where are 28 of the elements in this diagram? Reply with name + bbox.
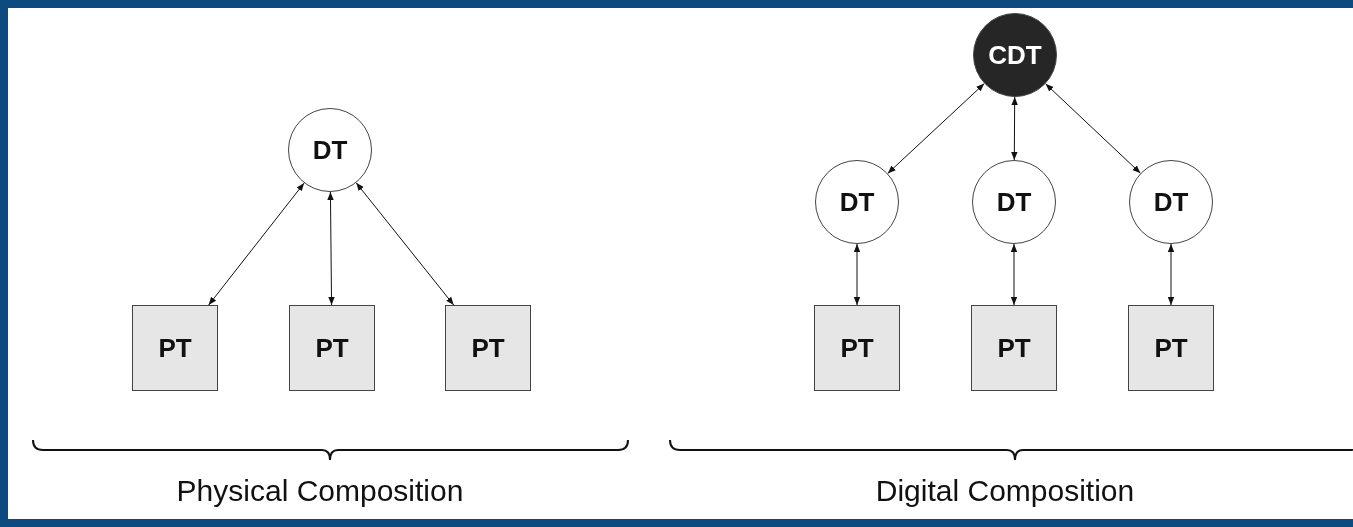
square-node <box>289 305 375 391</box>
node-label: PT <box>1154 332 1188 364</box>
node-label: CDT <box>988 39 1042 71</box>
node-label: DT <box>996 186 1032 218</box>
square-node <box>814 305 900 391</box>
square-node <box>445 305 531 391</box>
node-label: PT <box>997 332 1031 364</box>
square-node <box>971 305 1057 391</box>
group-caption: Digital Composition <box>875 474 1135 508</box>
node-label: DT <box>1153 186 1189 218</box>
node-label: DT <box>839 186 875 218</box>
arrow <box>208 182 305 306</box>
group-caption: Physical Composition <box>176 474 464 508</box>
arrow <box>355 182 455 306</box>
square-node <box>1128 305 1214 391</box>
arrow <box>887 83 985 174</box>
node-label: PT <box>471 332 505 364</box>
arrow <box>853 243 861 306</box>
node-label: DT <box>312 134 348 166</box>
arrow <box>1167 243 1175 306</box>
node-label: PT <box>315 332 349 364</box>
node-label: PT <box>158 332 192 364</box>
arrow <box>327 191 335 306</box>
square-node <box>132 305 218 391</box>
arrow <box>1010 243 1018 306</box>
arrow <box>1045 83 1141 174</box>
node-label: PT <box>840 332 874 364</box>
arrow <box>1011 96 1018 161</box>
